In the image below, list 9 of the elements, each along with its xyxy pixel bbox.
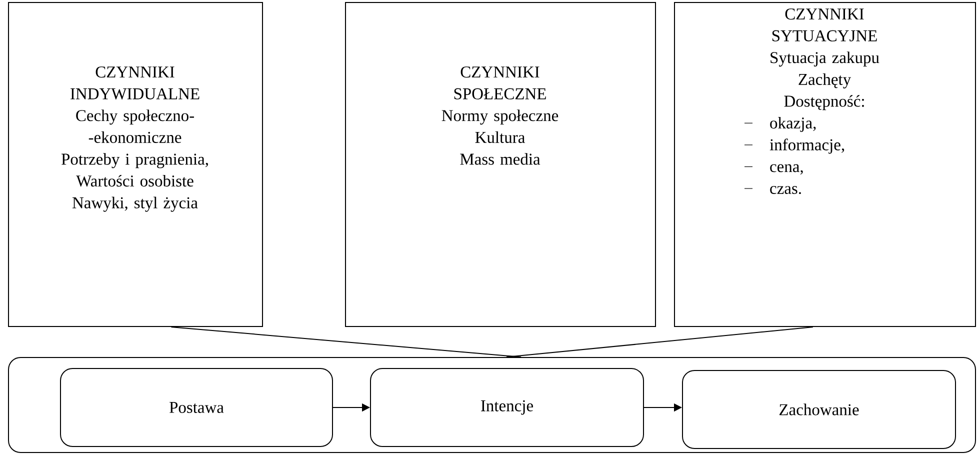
factor-box: CZYNNIKI SYTUACYJNE Sytuacja zakupu Zachęty Dostępność: okazja, informacje, cena, czas. xyxy=(674,2,976,327)
connector-line xyxy=(170,326,522,358)
stage-box: Postawa xyxy=(60,368,333,447)
stage-box: Zachowanie xyxy=(682,370,956,449)
connector-line xyxy=(506,326,814,358)
factor-box: CZYNNIKI INDYWIDUALNE Cechy społeczno- -ekonomiczne Potrzeby i pragnienia, Wartości osobiste Nawyki, styl życia xyxy=(8,2,263,327)
factor-box: CZYNNIKI SPOŁECZNE Normy społeczne Kultura Mass media xyxy=(345,2,656,327)
stage-box: Intencje xyxy=(370,368,644,447)
group-box xyxy=(8,357,976,453)
